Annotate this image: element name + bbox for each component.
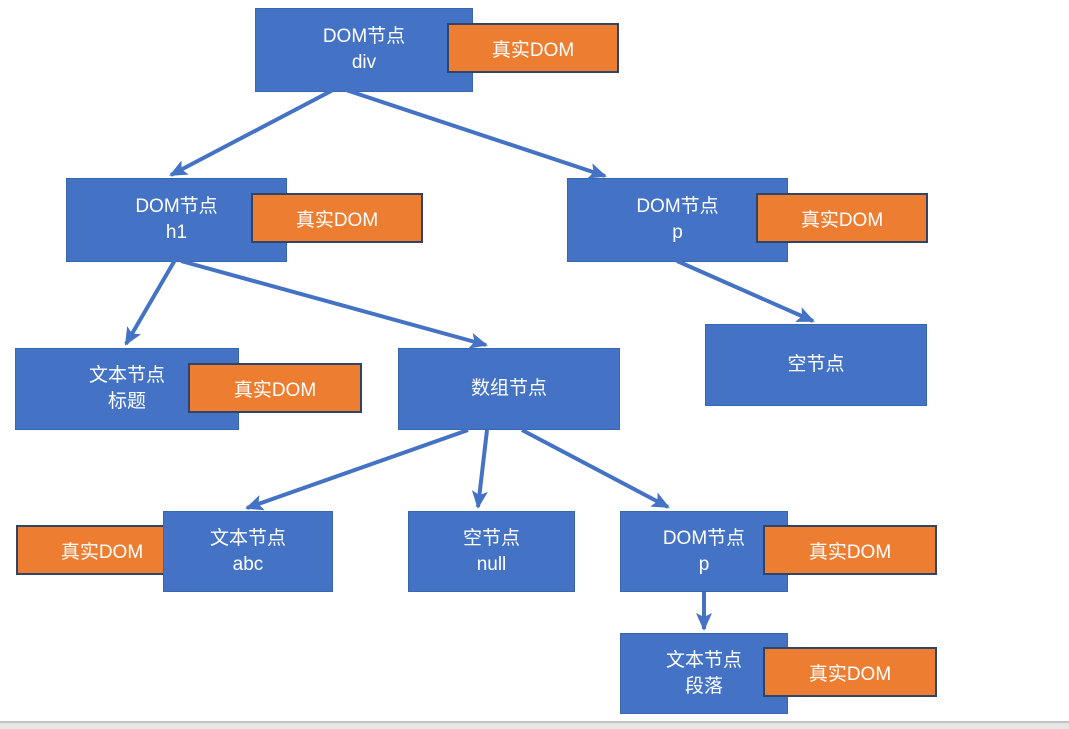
node-label-line: 段落 — [684, 675, 723, 697]
edge-dom-h1-to-text-title — [124, 258, 177, 346]
real-dom-tag: 真实DOM — [251, 193, 423, 243]
node-label-line: 文本节点 — [88, 365, 165, 386]
tree-node-dom-div: DOM节点 div — [255, 8, 473, 92]
real-dom-tag: 真实DOM — [763, 525, 937, 575]
node-label-line: DOM节点 — [135, 196, 218, 217]
tree-node-dom-p: DOM节点 p — [567, 178, 788, 262]
edge-dom-div-to-dom-p — [345, 88, 607, 179]
edge-array-node-to-empty-null — [471, 429, 489, 509]
real-dom-tag: 真实DOM — [16, 525, 188, 575]
node-label-line: 空节点 — [787, 354, 845, 375]
node-label-line: 标题 — [107, 391, 146, 412]
tree-node-text-paragraph: 文本节点 段落 — [620, 633, 788, 714]
edge-dom-div-to-dom-h1 — [169, 88, 334, 177]
edge-dom-p-to-empty-node — [676, 259, 815, 323]
node-label-line: DOM节点 — [636, 196, 719, 217]
tree-node-dom-p-child: DOM节点 p — [620, 511, 788, 592]
node-label-line: DOM节点 — [322, 26, 406, 47]
node-label-line: h1 — [165, 222, 188, 243]
node-label-line: 空节点 — [462, 527, 520, 549]
tree-node-text-abc: 文本节点 abc — [163, 511, 333, 592]
real-dom-tag: 真实DOM — [447, 23, 619, 73]
tree-node-text-title: 文本节点 标题 — [15, 348, 239, 430]
edge-array-node-to-dom-p-child — [521, 428, 670, 509]
node-label-line: p — [698, 553, 710, 575]
node-label-line: p — [672, 222, 683, 243]
real-dom-tag: 真实DOM — [763, 647, 937, 697]
node-label-line: 文本节点 — [209, 527, 286, 549]
page-edge-strip — [0, 721, 1069, 729]
edge-array-node-to-text-abc — [245, 428, 469, 511]
node-label-line: div — [351, 52, 377, 73]
tree-node-array: 数组节点 — [398, 348, 620, 430]
tree-node-empty-null: 空节点 null — [408, 511, 575, 592]
tree-node-empty: 空节点 — [705, 324, 927, 406]
real-dom-tag: 真实DOM — [756, 193, 928, 243]
node-label-line: DOM节点 — [662, 527, 746, 549]
node-label-line: null — [476, 553, 507, 575]
real-dom-tag: 真实DOM — [188, 363, 362, 413]
node-label-line: 数组节点 — [470, 378, 547, 399]
node-label-line: abc — [232, 553, 264, 575]
edge-dom-h1-to-array-node — [180, 259, 488, 349]
node-label-line: 文本节点 — [665, 649, 742, 671]
